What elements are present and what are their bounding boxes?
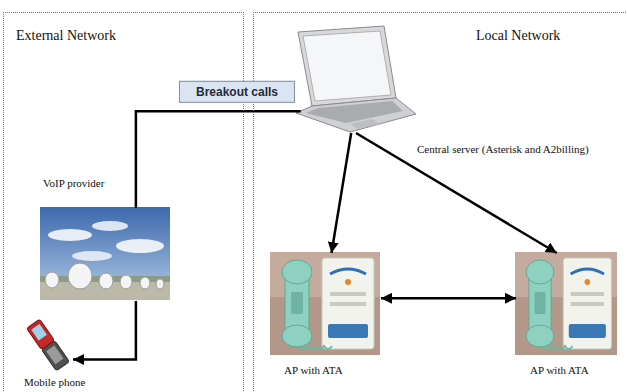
laptop-illustration [296, 26, 416, 132]
laptop-keyboard [306, 101, 403, 123]
flip-phone [27, 319, 70, 371]
laptop-lid [298, 26, 396, 106]
dish [99, 273, 113, 289]
cloud [116, 239, 164, 253]
connector-line [136, 111, 301, 208]
cloud [92, 221, 128, 231]
ap-photo [270, 252, 380, 355]
dish [140, 277, 150, 289]
node-label: AP with ATA [284, 364, 343, 377]
node-label: Local Network [476, 28, 560, 45]
dish [45, 272, 59, 288]
ap-photo [515, 252, 617, 355]
connector-line [332, 133, 352, 253]
connector-line [73, 301, 136, 360]
node-label: VoIP provider [43, 177, 104, 190]
dish [156, 279, 164, 289]
cloud [72, 251, 112, 261]
phone-keys [46, 345, 63, 364]
edge-label: Breakout calls [179, 81, 295, 103]
laptop-screen [303, 31, 391, 101]
node-label: AP with ATA [530, 364, 589, 377]
mobile-phone-node: Mobile phone [26, 319, 73, 373]
node-label: Central server (Asterisk and A2billing) [417, 143, 589, 156]
access-point-node: AP with ATA [271, 253, 381, 356]
phone-screen [31, 324, 47, 340]
network-panel: External NetworkVoIP providerMobile phon… [3, 12, 244, 392]
node-label: External Network [16, 28, 116, 45]
access-point-node: AP with ATA [516, 253, 618, 356]
network-panel: Local NetworkCentral server (Asterisk an… [253, 12, 627, 392]
dish [68, 263, 92, 289]
connector-line [381, 297, 516, 300]
laptop-base [296, 98, 416, 132]
node-label: Mobile phone [24, 376, 85, 389]
dish [120, 275, 132, 289]
voip-provider-node: VoIP provider [41, 208, 171, 301]
cloud [48, 229, 92, 241]
phone-lid [27, 319, 55, 349]
server-node: Central server (Asterisk and A2billing) [296, 29, 416, 133]
satellite-photo [40, 207, 170, 300]
sky [40, 207, 170, 300]
laptop-touchpad [350, 119, 380, 129]
